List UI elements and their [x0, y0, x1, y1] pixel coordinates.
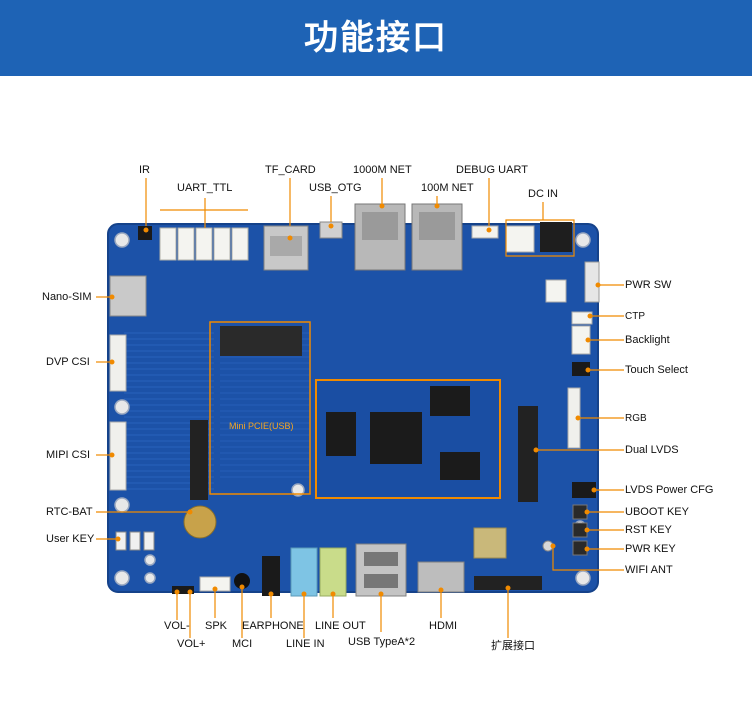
tact-keys	[572, 504, 588, 556]
ram-chip-1	[326, 412, 356, 456]
label-rtc-bat: RTC-BAT	[46, 506, 93, 518]
label-wifi-ant: WIFI ANT	[625, 564, 673, 576]
label-line-out: LINE OUT	[315, 620, 366, 632]
wifi-module	[473, 527, 507, 559]
line-out-jack	[319, 547, 347, 597]
touch-select-jumper	[572, 362, 590, 376]
cpu-chip	[370, 412, 422, 464]
label-spk: SPK	[205, 620, 228, 632]
ram-chip-2	[430, 386, 470, 416]
label-rst-key: RST KEY	[625, 524, 672, 536]
label-dvp-csi: DVP CSI	[46, 356, 90, 368]
label-1000m-net: 1000M NET	[353, 164, 412, 176]
label-earphone: EARPHONE	[242, 620, 304, 632]
earphone-jack	[262, 556, 280, 596]
usb-typea-ports	[355, 543, 407, 597]
page-title: 功能接口	[304, 18, 448, 58]
label-dc-in: DC IN	[528, 188, 558, 200]
label-touch-select: Touch Select	[625, 364, 688, 376]
mini-pcie-slot	[209, 321, 311, 495]
rtc-battery	[183, 505, 217, 539]
label-usb-otg: USB_OTG	[309, 182, 362, 194]
user-keys	[115, 531, 155, 551]
label-mci: MCI	[232, 638, 253, 650]
line-in-jack	[290, 547, 318, 597]
power-switch	[584, 261, 600, 303]
label-uart-ttl: UART_TTL	[177, 182, 233, 194]
label-tf-card: TF_CARD	[265, 164, 316, 176]
dc-in-connector	[505, 225, 535, 253]
label-line-in: LINE IN	[286, 638, 325, 650]
debug-uart-header	[471, 225, 499, 239]
mounting-holes	[114, 232, 591, 586]
hdmi-port	[417, 561, 465, 593]
label-user-key: User KEY	[46, 533, 95, 545]
label-lvds-power-cfg: LVDS Power CFG	[625, 484, 714, 496]
label-ir: IR	[139, 164, 150, 176]
uart-ttl-headers	[159, 227, 249, 261]
label-vol-minus: VOL-	[164, 620, 190, 632]
label-nano-sim: Nano-SIM	[42, 291, 92, 303]
expansion-header	[474, 576, 542, 590]
vol-buttons	[172, 586, 194, 594]
label-usb-typea: USB TypeA*2	[348, 636, 416, 648]
dc-in-jack	[540, 222, 572, 252]
ctp-connector	[571, 311, 593, 325]
label-ctp: CTP	[625, 311, 645, 322]
title-banner: 功能接口	[0, 0, 752, 76]
mci-microphone	[234, 573, 250, 589]
label-vol-plus: VOL+	[177, 638, 206, 650]
label-100m-net: 100M NET	[421, 182, 474, 194]
label-uboot-key: UBOOT KEY	[625, 506, 689, 518]
label-mini-pcie: Mini PCIE(USB)	[229, 421, 294, 431]
label-pwr-key: PWR KEY	[625, 543, 676, 555]
callout-lines	[96, 178, 624, 638]
label-expansion: 扩展接口	[491, 639, 535, 652]
dual-lvds-header	[518, 406, 538, 502]
lvds-power-cfg-jumper	[572, 482, 596, 498]
ir-receiver	[138, 226, 152, 240]
callout-dots	[109, 203, 601, 597]
label-pwr-sw: PWR SW	[625, 279, 672, 291]
label-mipi-csi: MIPI CSI	[46, 449, 91, 461]
nano-sim-slot	[109, 275, 147, 317]
emmc-chip	[440, 452, 480, 480]
label-backlight: Backlight	[625, 334, 670, 346]
label-hdmi: HDMI	[429, 620, 458, 632]
label-rgb: RGB	[625, 413, 647, 424]
label-dual-lvds: Dual LVDS	[625, 444, 679, 456]
label-debug-uart: DEBUG UART	[456, 164, 528, 176]
